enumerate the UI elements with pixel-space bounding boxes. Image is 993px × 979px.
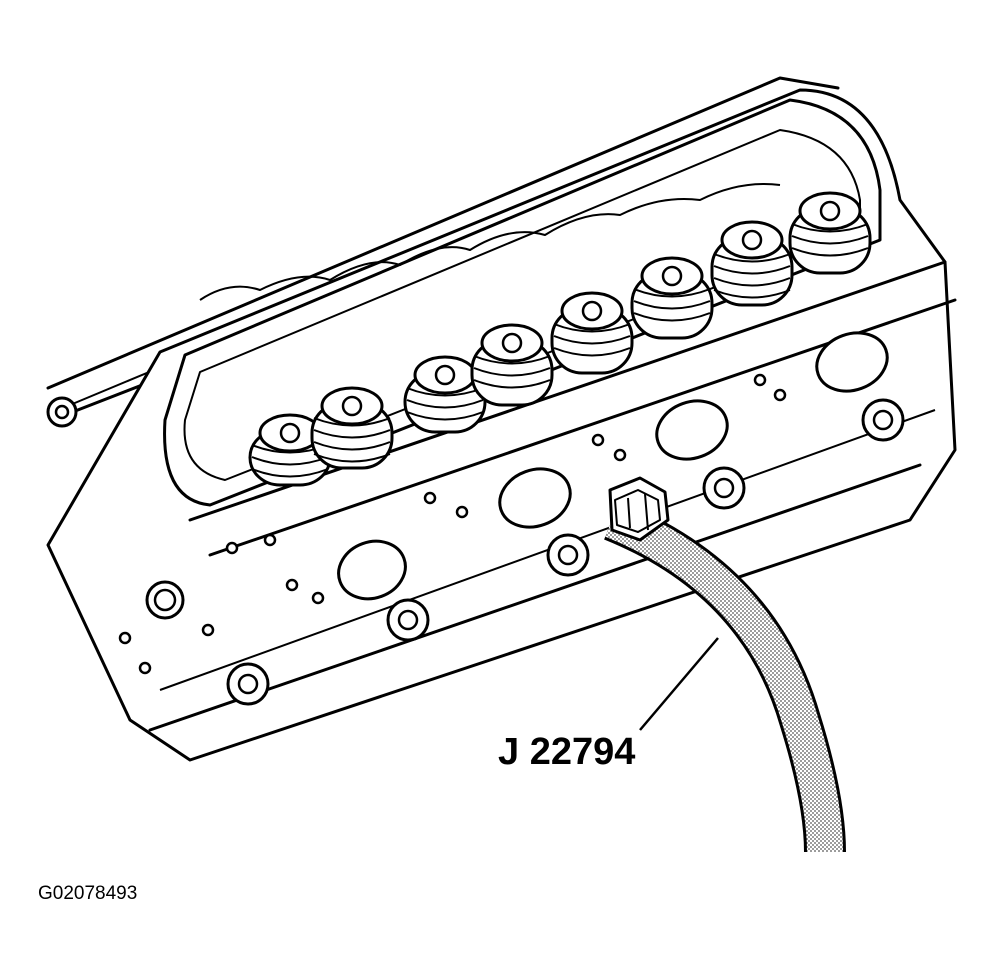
port-openings (337, 331, 889, 601)
valve-spring-icon (470, 323, 554, 407)
valve-spring-icon (310, 386, 394, 470)
leader-line (639, 637, 719, 731)
valve-spring-icon (550, 291, 634, 375)
tool-callout-label: J 22794 (498, 731, 635, 773)
valve-spring-icon (630, 256, 714, 340)
head-bolt-bosses (145, 398, 905, 706)
compression-gauge-hose-icon (604, 500, 846, 853)
valve-spring-icon (710, 220, 794, 307)
valve-springs (248, 191, 872, 487)
hex-fitting-icon (608, 476, 670, 542)
deck-holes (118, 373, 787, 675)
valve-spring-icon (788, 191, 872, 275)
head-body (46, 88, 957, 762)
valve-spring-icon (403, 355, 487, 434)
figure-id-label: G02078493 (38, 883, 137, 904)
head-rear-rail (46, 76, 840, 428)
